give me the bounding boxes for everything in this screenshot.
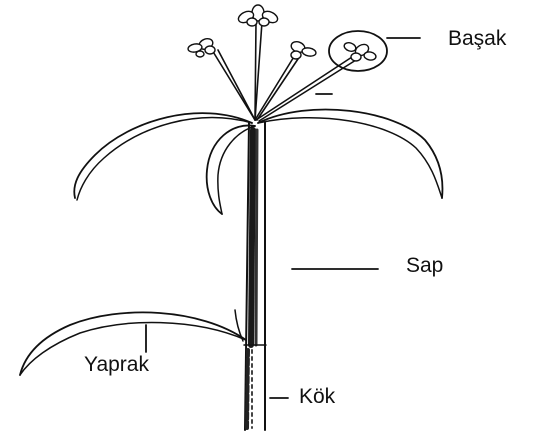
spikelet-top	[237, 5, 280, 26]
spike-branches	[212, 22, 356, 121]
spikelet-circled	[343, 41, 377, 61]
stem-label: Sap	[406, 255, 443, 276]
leaf-label: Yaprak	[84, 354, 149, 375]
callouts	[146, 31, 420, 398]
spikelet-left	[187, 37, 215, 57]
root-label: Kök	[299, 386, 335, 407]
spikelet-mid-right	[290, 40, 317, 59]
stem	[244, 122, 266, 430]
spike-label: Başak	[448, 28, 506, 49]
